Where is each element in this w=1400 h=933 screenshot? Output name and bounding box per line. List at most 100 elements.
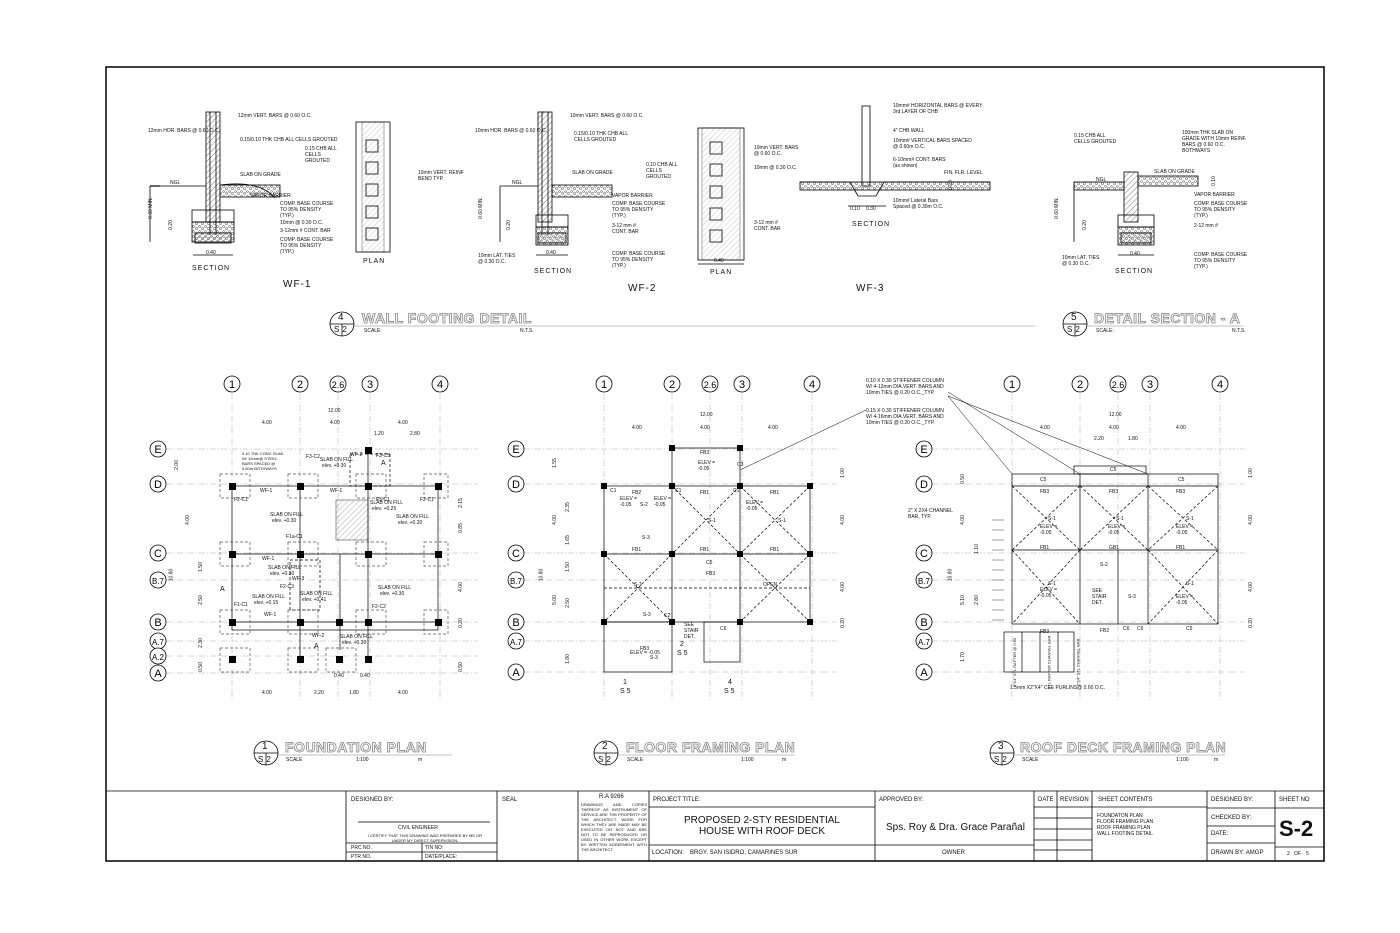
- tb-sheet-of-b: OF: [1294, 851, 1301, 857]
- fl-dim-right-1: 1.00: [839, 468, 846, 478]
- wf2-dim-min: 0.60 MIN.: [477, 197, 484, 219]
- wf1-plan: [355, 121, 391, 253]
- fl-fb1-e: FB1: [770, 547, 780, 553]
- f-marker-a1: A: [381, 460, 386, 467]
- grid-bubble-col: [595, 375, 613, 393]
- wf1-note-vert: 12mm VERT. BARS @ 0.60 O.C.: [238, 113, 312, 119]
- title4-scale-label: SCALE:: [364, 328, 382, 334]
- grid-bubble-row: [507, 544, 525, 562]
- floor-framing-plan: [601, 409, 867, 673]
- fl-callout-2: 0.15 X 0.30 STIFFENER COLUMN W/ 4-16mm D…: [866, 408, 944, 426]
- wf2-note-contbar: 3-12 mm # CONT. BAR: [612, 223, 639, 235]
- fl-elev-2: ELEV = -0.05: [620, 496, 638, 508]
- f-dim-right-4: 0.20: [457, 618, 464, 628]
- grid-bubble-row-label: C: [512, 548, 520, 560]
- grid-bubble-col: [1003, 375, 1021, 393]
- title2-unit: m: [782, 757, 787, 763]
- grid-bubble-row-label: D: [154, 479, 162, 491]
- fl-s3-a: S-3: [642, 535, 650, 541]
- f-dim-bot-4: 4.00: [398, 690, 408, 696]
- wf3-note-chb: 4" CHB WALL: [893, 128, 925, 134]
- title3-scale: 1:100: [1176, 757, 1189, 763]
- title-block-lines: [106, 790, 1324, 861]
- r-s1-a: S-1: [1048, 516, 1056, 522]
- wf2-note-slab: SLAB ON GRADE: [572, 170, 613, 176]
- wf2-plan-dim-40: 0.40: [714, 258, 724, 264]
- f-label-f2c1-a: F2-C1: [234, 497, 248, 503]
- wf3-note-cont: 6-10mm# CONT. BARS (as shown): [893, 157, 946, 169]
- r-dim-right-1: 1.00: [1247, 468, 1254, 478]
- fl-dim-right-4: 0.20: [839, 618, 846, 628]
- wf2-plan-note-contbar: 3-12 mm # CONT. BAR: [754, 220, 781, 232]
- grid-bubble-col: [329, 375, 347, 393]
- grid-bubble-row: [149, 544, 167, 562]
- r-dim-left-5: 2.80: [973, 595, 980, 605]
- title2-name: FLOOR FRAMING PLAN: [626, 739, 796, 756]
- f-dim-top2-1: 1.20: [374, 431, 384, 437]
- f-slab-9: SLAB ON FILL: [268, 565, 302, 571]
- wf1-dim-40: 0.40: [206, 250, 216, 256]
- f-dim-left-6: 0.50: [197, 662, 204, 672]
- grid-bubble-col: [1109, 375, 1127, 393]
- grid-bubble-row: [915, 475, 933, 493]
- f-label-wf1-c: WF-1: [262, 556, 275, 562]
- grid-bubble-col-label: 1: [1009, 379, 1015, 391]
- f-dim-bot2-2: 0.40: [360, 673, 370, 679]
- title2-scale: 1:100: [741, 757, 754, 763]
- grid-bubble-row: [507, 613, 525, 631]
- wf1-note-slab: SLAB ON GRADE: [240, 172, 281, 178]
- fl-dim-left-4: 1.65: [564, 535, 571, 545]
- fl-dim-right-2: 4.00: [839, 515, 846, 525]
- grid-bubble-row: [149, 664, 167, 682]
- grid-bubble-col: [733, 375, 751, 393]
- fl-dim-left-2: 2.35: [564, 502, 571, 512]
- wf3-note-ffl: FIN. FLR. LEVEL: [944, 170, 983, 176]
- fl-elev-1: ELEV = -0.05: [698, 460, 716, 472]
- title4-scale: N.T.S.: [520, 328, 534, 334]
- grid-bubble-col: [1071, 375, 1089, 393]
- f-slab-3-e: elev. +0.25: [372, 506, 397, 512]
- wf1-note-base: COMP. BASE COURSE TO 95% DENSITY (TYP.): [280, 201, 334, 219]
- fl-dim-overall: 12.00: [700, 412, 713, 418]
- f-slab-2-e: elev. +0.30: [322, 463, 347, 469]
- grid-bubble-row: [915, 663, 933, 681]
- f-slab-6-e: elev. +0.15: [254, 600, 279, 606]
- title3-num: 3: [998, 741, 1004, 752]
- r-elev-5: ELEV = -0.05: [1176, 594, 1194, 606]
- grid-bubble-row: [149, 440, 167, 458]
- title1-scale-label: SCALE: [286, 757, 303, 763]
- tb-location: BRGY. SAN ISIDRO, CAMARINES SUR: [690, 850, 798, 856]
- f-slab-8: SLAB ON FILL: [340, 634, 374, 640]
- tb-revision-col: REVISION: [1060, 797, 1089, 803]
- fl-dim-left-5: 1.50: [564, 562, 571, 572]
- fl-fb3-a: FB3: [706, 571, 716, 577]
- grid-bubble-col: [803, 375, 821, 393]
- r-stair: SEE STAIR DET.: [1092, 588, 1107, 606]
- title1-unit: m: [418, 757, 423, 763]
- r-dim-top2-2: 1.80: [1128, 436, 1138, 442]
- dsa-note-base2: COMP. BASE COURSE TO 95% DENSITY (TYP.): [1194, 252, 1248, 270]
- grid-bubble-row: [507, 571, 525, 589]
- fl-fb3-b: FB3: [640, 646, 650, 652]
- f-label-f3c3: F3-C3: [376, 453, 390, 459]
- fl-fb1-b: FB1: [770, 490, 780, 496]
- fl-dim-left-7: 2.50: [564, 598, 571, 608]
- title5-scale-label: SCALE:: [1096, 328, 1114, 334]
- r-s1-c: S-1: [1186, 516, 1194, 522]
- title2-num: 2: [602, 741, 608, 752]
- grid-bubble-row-label: A.7: [918, 638, 931, 647]
- grid-bubble-row-label: A.2: [152, 653, 165, 662]
- tb-designed-by-2: DESIGNED BY:: [1211, 797, 1254, 803]
- r-dim-right-4: 0.20: [1247, 618, 1254, 628]
- tb-ra: R.A 9266: [599, 794, 624, 800]
- fl-dim-left-total: 10.80: [538, 568, 545, 582]
- wf2-note-chb: 0.15/0.10 THK CHB ALL CELLS GROUTED: [574, 131, 628, 143]
- f-dim-overall: 12.00: [328, 408, 341, 414]
- f-label-f1ac1: F1a-C1: [286, 534, 303, 540]
- dsa-note-vapor: VAPOR BARRIER: [1194, 192, 1235, 198]
- grid-bubble-row: [149, 647, 167, 665]
- wf2-plan-label: PLAN: [710, 269, 733, 276]
- dsa-section-label: SECTION: [1115, 268, 1154, 275]
- wf3-note-vert: 10mm# VERTICAL BARS SPACED @ 0.60m O.C.: [893, 138, 972, 150]
